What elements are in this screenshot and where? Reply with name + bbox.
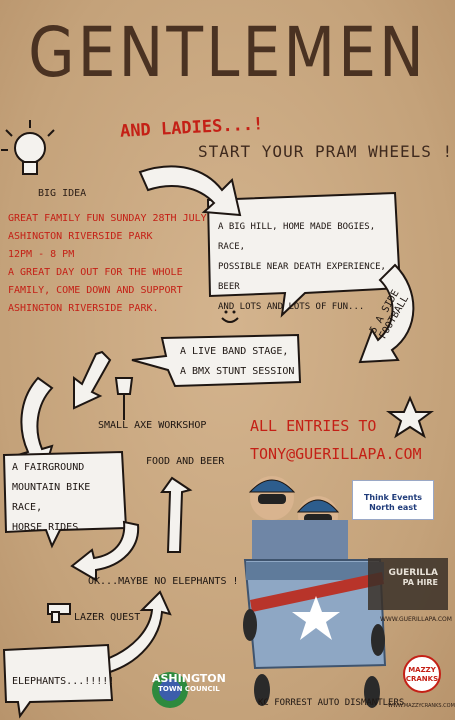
guerilla-sub: PA HIRE <box>402 578 438 587</box>
arrow-down-left <box>73 350 112 410</box>
arrow-food <box>160 476 193 553</box>
think-events-line: Think Events <box>363 493 423 502</box>
lightbulb-icon <box>1 120 55 175</box>
arrow-to-laser <box>70 520 140 582</box>
event-info: GREAT FAMILY FUN SUNDAY 28TH JULY ASHING… <box>8 210 218 318</box>
tagline: START YOUR PRAM WHEELS ! <box>198 142 454 161</box>
axe-workshop-label: SMALL AXE WORKSHOP <box>98 420 207 431</box>
soapbox-kart-illustration <box>243 476 387 708</box>
laser-gun-icon <box>47 603 71 623</box>
arrow-to-bubble <box>138 165 242 217</box>
elephants-bubble: ELEPHANTS...!!!!! <box>12 676 115 687</box>
guerilla-name: GUERILLA <box>388 568 438 578</box>
ashington-logo: ASHINGTON TOWN COUNCIL <box>152 672 226 693</box>
dismantlers-label: KC FORREST AUTO DISMANTLERS <box>258 698 405 708</box>
event-info-line: ASHINGTON RIVERSIDE PARK <box>8 231 153 242</box>
guerilla-logo-bg <box>368 558 448 610</box>
event-info-line: A GREAT DAY OUT FOR THE WHOLE <box>8 267 183 278</box>
bubble-line: A BMX STUNT SESSION <box>180 366 295 377</box>
fairground-bubble: A FAIRGROUND MOUNTAIN BIKE RACE, HORSE R… <box>12 458 124 538</box>
laser-quest-label: LAZER QUEST <box>74 612 141 623</box>
guerilla-url[interactable]: WWW.GUERILLAPA.COM <box>380 616 452 623</box>
entries-block: ALL ENTRIES TO TONY@GUERILLAPA.COM <box>250 412 422 468</box>
guerilla-logo: GUERILLA PA HIRE <box>370 562 446 610</box>
big-hill-bubble: A BIG HILL, HOME MADE BOGIES, RACE, POSS… <box>218 217 398 317</box>
entries-line: ALL ENTRIES TO <box>250 417 377 435</box>
mazzy-sub: CRANKS <box>405 675 439 683</box>
smiley-icon <box>221 310 239 323</box>
entries-email[interactable]: TONY@GUERILLAPA.COM <box>250 445 422 463</box>
think-events-logo: Think Events North east <box>352 480 434 520</box>
bubble-line: A BIG HILL, HOME MADE BOGIES, RACE, <box>218 222 376 252</box>
axe-icon <box>114 377 134 420</box>
ashington-name: ASHINGTON <box>152 672 226 685</box>
elephants-bubble-shape <box>2 643 114 719</box>
live-band-bubble: A LIVE BAND STAGE, A BMX STUNT SESSION <box>180 342 300 382</box>
elephants-maybe-label: OK...MAYBE NO ELEPHANTS ! <box>88 576 239 587</box>
bubble-line: AND LOTS AND LOTS OF FUN... <box>218 302 365 312</box>
live-band-bubble-shape <box>131 333 302 388</box>
big-hill-bubble-shape <box>206 191 402 318</box>
food-beer-label: FOOD AND BEER <box>146 456 225 467</box>
arrow-five-a-side <box>358 263 415 364</box>
mazzy-url[interactable]: WWW.MAZZYCRANKS.COM <box>388 703 455 709</box>
mazzy-name: MAZZY <box>408 666 436 674</box>
bubble-line: A LIVE BAND STAGE, <box>180 346 289 357</box>
ashington-sub: TOWN COUNCIL <box>158 685 220 693</box>
event-info-line: 12PM - 8 PM <box>8 249 75 260</box>
think-events-line: North east <box>369 503 417 512</box>
bubble-line: MOUNTAIN BIKE RACE, <box>12 482 91 513</box>
bubble-line: A FAIRGROUND <box>12 462 85 473</box>
big-idea-label: BIG IDEA <box>38 188 87 199</box>
ashington-logo-icon <box>152 672 188 708</box>
bubble-line: HORSE RIDES <box>12 522 79 533</box>
arrow-bottom-right <box>102 590 172 674</box>
event-info-line: ASHINGTON RIVERSIDE PARK. <box>8 303 159 314</box>
fairground-bubble-shape <box>2 450 128 549</box>
event-info-line: GREAT FAMILY FUN SUNDAY 28TH JULY <box>8 213 207 224</box>
event-info-line: FAMILY, COME DOWN AND SUPPORT <box>8 285 183 296</box>
page-title: GENTLEMEN <box>28 12 427 94</box>
star-icon <box>386 395 434 439</box>
bubble-line: POSSIBLE NEAR DEATH EXPERIENCE, BEER <box>218 262 386 292</box>
mazzy-cranks-logo: MAZZY CRANKS <box>403 655 441 693</box>
